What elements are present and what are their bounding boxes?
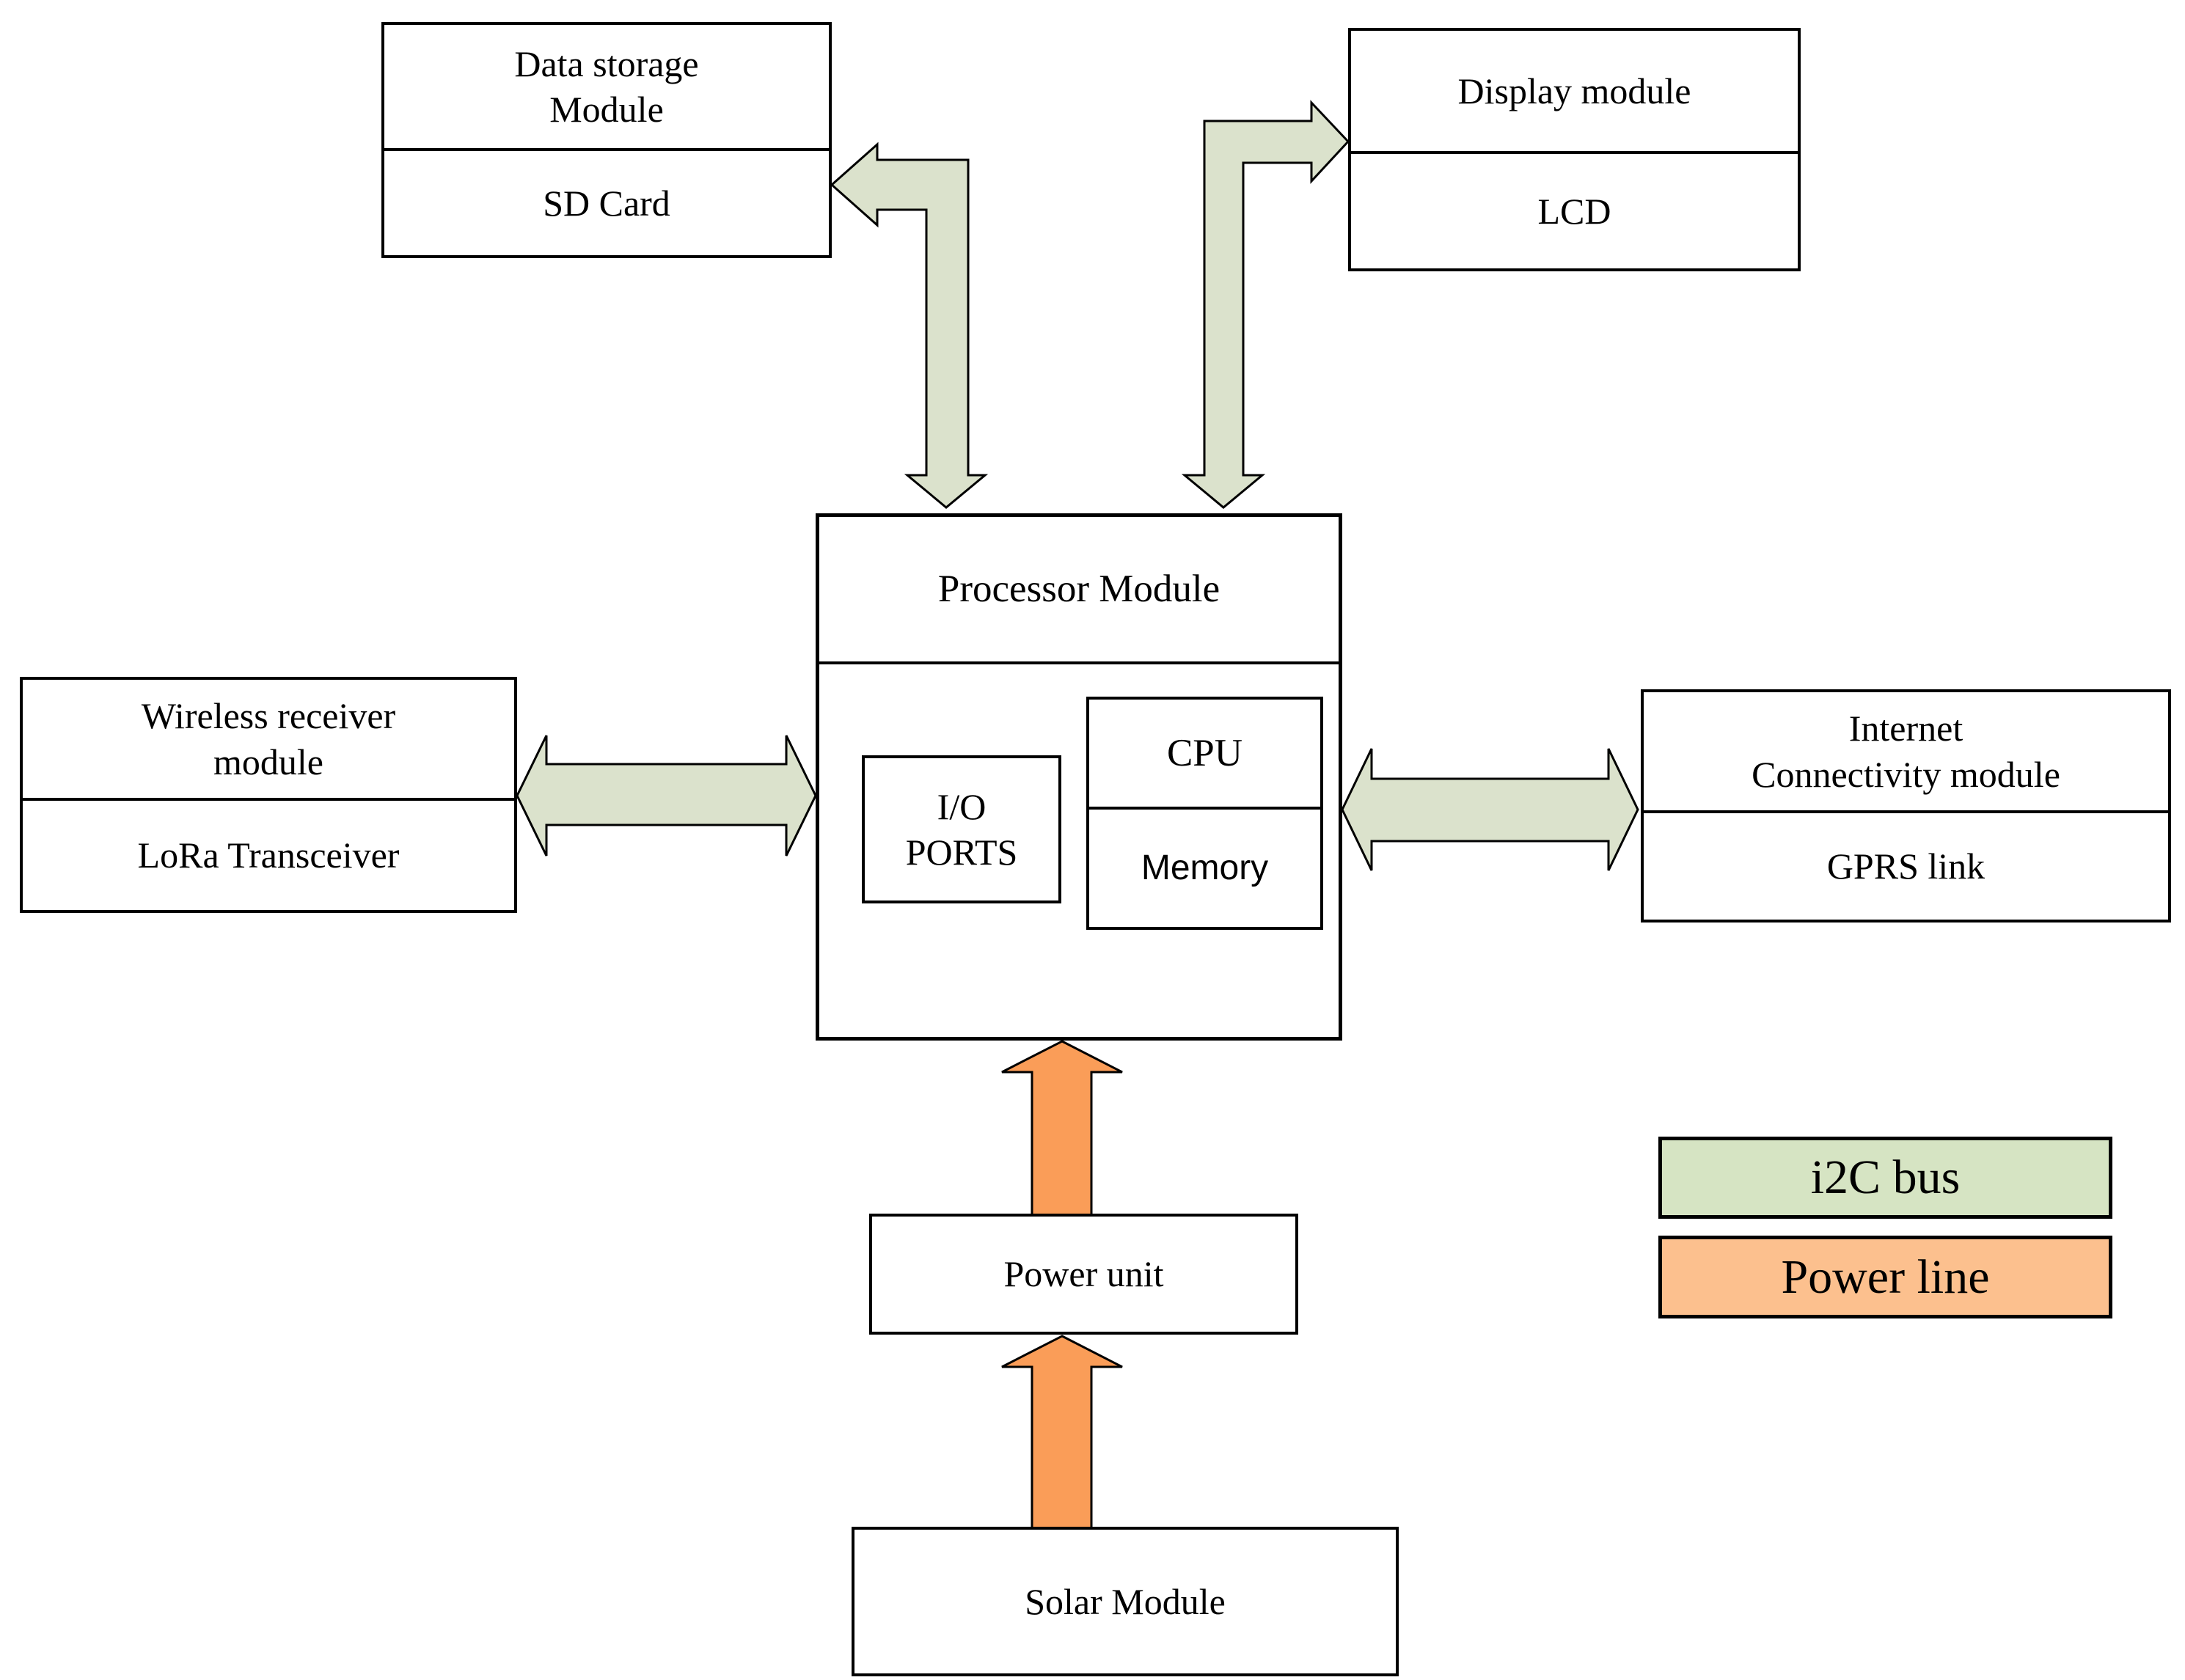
io-ports-box: I/O PORTS	[862, 755, 1061, 903]
gprs-link-label: GPRS link	[1826, 845, 1985, 887]
internet-component: GPRS link	[1644, 813, 2168, 920]
solar-module-cell: Solar Module	[854, 1530, 1396, 1673]
processor-module-title: Processor Module	[937, 568, 1220, 611]
lora-transceiver-label: LoRa Transceiver	[137, 835, 400, 876]
legend-power-line-label: Power line	[1781, 1250, 1990, 1304]
data-storage-title-line2: Module	[549, 89, 664, 130]
legend-i2c-bus-label: i2C bus	[1810, 1151, 1961, 1204]
data-storage-title: Data storage Module	[384, 25, 829, 151]
legend-power-line: Power line	[1658, 1236, 2112, 1318]
power-unit-cell: Power unit	[872, 1217, 1295, 1332]
wireless-title-line1: Wireless receiver	[141, 695, 396, 736]
i2c-arrow-processor-internet-icon	[1341, 748, 1639, 871]
power-unit-box: Power unit	[869, 1214, 1298, 1335]
solar-module-label: Solar Module	[1025, 1580, 1226, 1622]
cpu-label: CPU	[1166, 731, 1243, 774]
data-storage-title-line1: Data storage	[514, 43, 699, 84]
i2c-arrow-processor-datastorage-icon	[830, 142, 989, 509]
processor-title-cell: Processor Module	[819, 517, 1339, 664]
internet-title-line2: Connectivity module	[1752, 753, 2060, 795]
display-title-line1: Display module	[1457, 70, 1691, 111]
power-arrow-solar-powerunit-icon	[1001, 1335, 1123, 1530]
memory-label: Memory	[1141, 848, 1269, 887]
legend-i2c-bus: i2C bus	[1658, 1137, 2112, 1219]
io-label-line2: PORTS	[905, 832, 1018, 873]
power-unit-label: Power unit	[1003, 1253, 1164, 1295]
internet-connectivity-module-box: Internet Connectivity module GPRS link	[1641, 689, 2171, 922]
cpu-cell: CPU	[1089, 700, 1320, 810]
io-ports-cell: I/O PORTS	[865, 758, 1058, 900]
internet-title: Internet Connectivity module	[1644, 692, 2168, 813]
wireless-component: LoRa Transceiver	[23, 801, 514, 910]
memory-cell: Memory	[1089, 810, 1320, 927]
display-component: LCD	[1351, 154, 1798, 268]
data-storage-module-box: Data storage Module SD Card	[381, 22, 832, 258]
io-label-line1: I/O	[937, 785, 987, 827]
cpu-memory-box: CPU Memory	[1086, 697, 1323, 930]
wireless-receiver-module-box: Wireless receiver module LoRa Transceive…	[20, 677, 517, 913]
i2c-arrow-processor-display-icon	[1181, 100, 1350, 509]
wireless-title-line2: module	[213, 741, 323, 782]
solar-module-box: Solar Module	[852, 1527, 1399, 1676]
internet-title-line1: Internet	[1848, 708, 1963, 749]
sd-card-label: SD Card	[543, 182, 670, 224]
lcd-label: LCD	[1537, 190, 1611, 232]
wireless-title: Wireless receiver module	[23, 680, 514, 801]
display-title: Display module	[1351, 31, 1798, 154]
i2c-arrow-wireless-processor-icon	[516, 735, 817, 856]
data-storage-component: SD Card	[384, 151, 829, 255]
power-arrow-powerunit-processor-icon	[1001, 1040, 1123, 1217]
display-module-box: Display module LCD	[1348, 28, 1801, 271]
